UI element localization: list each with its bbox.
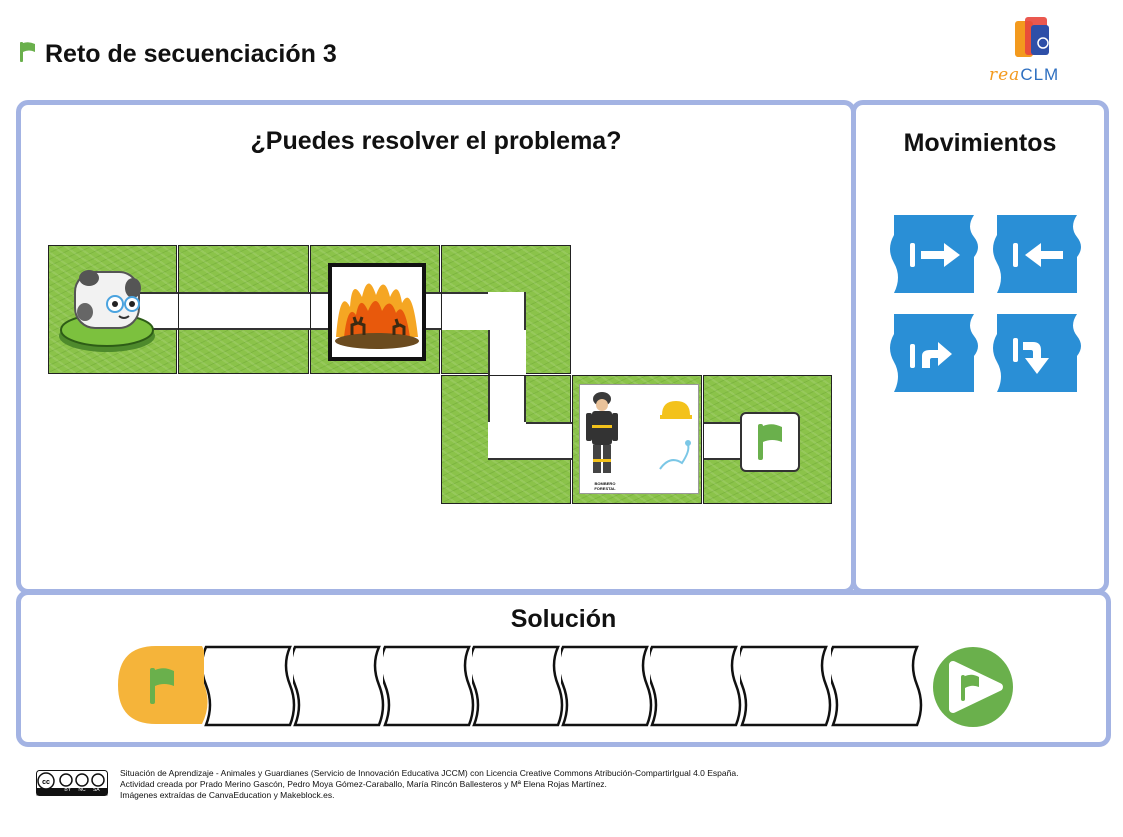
board-cell-fire <box>310 245 441 374</box>
board-cell-firefighter: BOMBERO FORESTAL <box>572 375 702 504</box>
move-right-icon[interactable] <box>888 213 983 298</box>
solution-slot-1[interactable] <box>204 645 296 727</box>
flag-icon <box>20 42 35 62</box>
cc-license-text: BY NC SA <box>64 787 100 793</box>
board-cell-path <box>441 245 571 375</box>
solution-slot-3[interactable] <box>383 645 475 727</box>
board-cell-start <box>48 245 179 374</box>
svg-text:cc: cc <box>42 779 50 786</box>
firefighter-caption: BOMBERO FORESTAL <box>594 481 616 491</box>
credits: Situación de Aprendizaje - Animales y Gu… <box>120 768 738 801</box>
moves-heading: Movimientos <box>903 129 1057 157</box>
solution-slot-8[interactable] <box>831 645 923 727</box>
credits-line-1: Situación de Aprendizaje - Animales y Gu… <box>120 768 739 778</box>
solution-panel: Solución <box>16 590 1111 747</box>
turn-down-icon[interactable] <box>991 312 1086 397</box>
credits-line-2: Actividad creada por Prado Merino Gascón… <box>120 779 607 789</box>
board-cell-path <box>178 245 310 374</box>
solution-slot-4[interactable] <box>472 645 564 727</box>
solution-slot-5[interactable] <box>561 645 653 727</box>
logo-text-rea: rea <box>989 65 1021 85</box>
start-block <box>118 646 208 724</box>
start-flag-icon <box>150 668 174 704</box>
board-cell-goal <box>703 375 832 504</box>
problem-heading: ¿Puedes resolver el problema? <box>250 127 622 155</box>
panda-robot-icon <box>59 270 155 352</box>
reaclm-logo: reaCLM <box>985 15 1085 87</box>
solution-slot-2[interactable] <box>293 645 385 727</box>
forest-fire-icon <box>335 283 419 349</box>
goal-flag-icon <box>758 424 782 460</box>
logo-text-clm: CLM <box>1020 65 1060 84</box>
credits-line-3: Imágenes extraídas de CanvaEducation y M… <box>120 790 335 800</box>
solution-heading: Solución <box>510 605 617 633</box>
page-title: Reto de secuenciación 3 <box>45 40 337 68</box>
turn-up-icon[interactable] <box>888 312 983 397</box>
solution-slot-7[interactable] <box>740 645 832 727</box>
end-goal-icon <box>933 647 1013 727</box>
cc-license-badge: cc BY NC SA <box>36 770 108 796</box>
firefighter-icon <box>586 392 692 473</box>
move-left-icon[interactable] <box>991 213 1086 298</box>
solution-slot-6[interactable] <box>650 645 742 727</box>
board-cell-path <box>441 375 572 504</box>
reaclm-logo-icon <box>1015 17 1049 57</box>
